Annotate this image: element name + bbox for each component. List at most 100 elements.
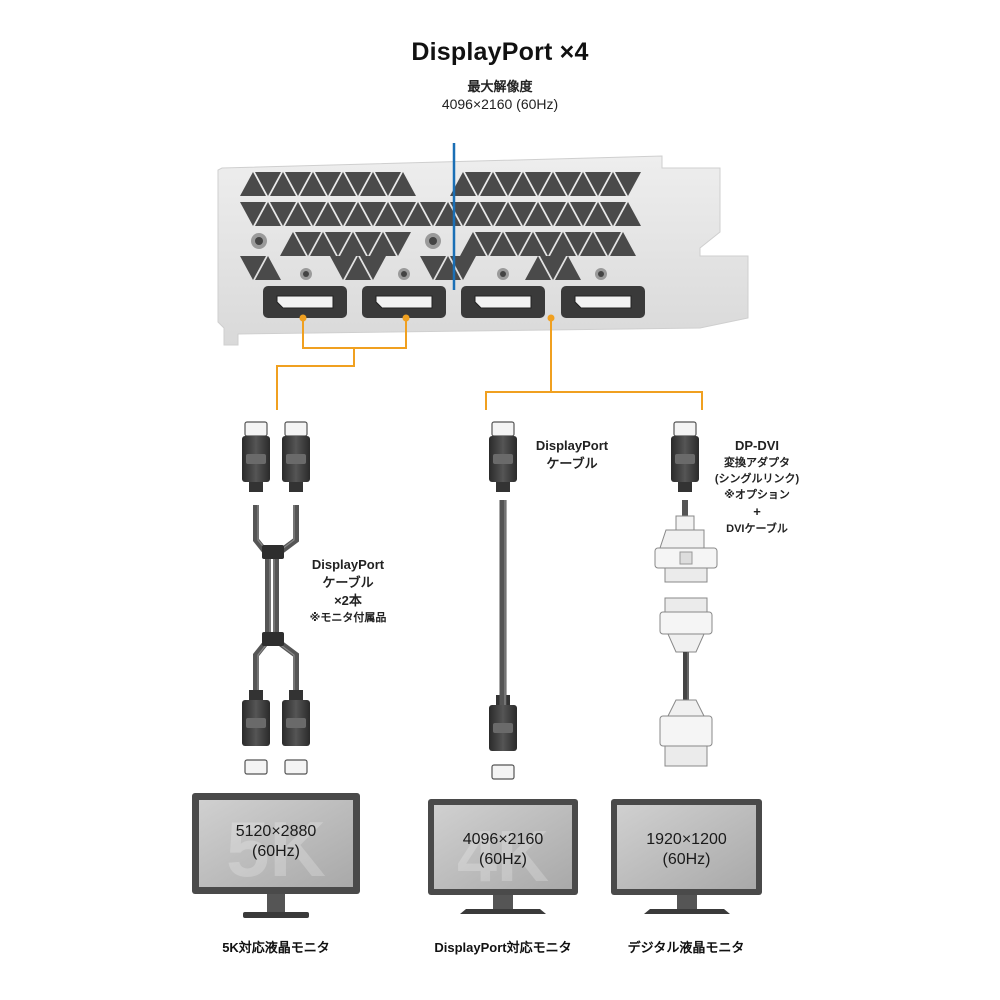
vent-slot [255,256,281,280]
vent-slot [615,172,641,196]
vent-slot [330,256,356,280]
vent-slot [270,202,296,226]
watermark-4k: 4K [457,817,549,897]
monitor-digital-resolution: 1920×1200 (60Hz) [617,830,756,870]
adapter-line3: (シングルリンク) [714,473,800,485]
monitor-5k-res-line2: (60Hz) [251,843,300,860]
cable-middle-label: DisplayPort ケーブル [522,437,622,473]
vent-slot [280,232,306,256]
vent-slot [315,172,341,196]
vent-slot [580,232,606,256]
monitor-5k-res-line1: 5120×2880 [235,823,317,840]
max-resolution-label: 最大解像度 [467,79,533,94]
vent-slot [525,172,551,196]
cable-left-line1: DisplayPort [311,557,385,572]
vent-slot [610,232,636,256]
vent-slot [345,172,371,196]
monitor-5k-resolution: 5120×2880 (60Hz) [199,822,353,862]
vent-slot [540,256,566,280]
adapter-line2: 変換アダプタ [724,457,790,469]
cable-left-line2: ケーブル [322,575,374,590]
vent-slot [355,232,381,256]
displayport-socket [561,286,645,318]
vent-slot [285,202,311,226]
vent-slot [480,202,506,226]
vent-slot [240,202,266,226]
vent-slot [325,232,351,256]
vent-slot [450,202,476,226]
monitor-digital-res-line1: 1920×1200 [646,831,727,848]
vent-slot [595,232,621,256]
displayport-plug [489,695,517,780]
dual-displayport-cable [253,505,299,700]
vent-slot [495,172,521,196]
monitor-digital [611,799,762,914]
adapter-line1: DP-DVI [734,438,780,453]
monitor-4k-resolution: 4096×2160 (60Hz) [434,830,572,870]
displayport-plug [282,421,310,492]
screw-icon [497,268,509,280]
displayport-plug [282,690,310,775]
cable-left-note: ※モニタ付属品 [309,612,387,624]
vent-slot [450,172,476,196]
cable-middle-line2: ケーブル [546,456,598,471]
displayport-plug [242,690,270,775]
vent-slot [570,202,596,226]
vent-slot [495,202,521,226]
displayport-plug [489,421,517,492]
vent-slot [600,202,626,226]
plus-sign: + [753,504,761,519]
vent-slot [540,172,566,196]
vent-slot [420,202,446,226]
page-title: DisplayPort ×4 [411,38,589,66]
vent-slot [550,232,576,256]
vent-slot [475,232,501,256]
vent-slot [510,202,536,226]
displayport-cable [499,500,507,705]
monitor-4k [428,799,578,914]
vent-slot [300,172,326,196]
cable-left-line3: ×2本 [334,593,362,608]
vent-slot [525,202,551,226]
monitor-4k-res-line1: 4096×2160 [462,831,544,848]
monitor-4k-res-line2: (60Hz) [478,851,527,868]
vent-slot [375,202,401,226]
vent-slot [555,202,581,226]
vent-slot [555,256,581,280]
watermark-5k: 5K [226,805,326,893]
adapter-note: ※オプション [724,489,790,501]
vent-slot [330,202,356,226]
vent-slot [285,172,311,196]
vent-slot [375,172,401,196]
cable-middle-line1: DisplayPort [535,438,609,453]
displayport-socket [461,286,545,318]
vent-slot [565,232,591,256]
vent-slot [330,172,356,196]
vent-slot [240,172,266,196]
vent-slot [255,202,281,226]
vent-slot [535,232,561,256]
vent-slot [585,202,611,226]
vent-slot [480,172,506,196]
vent-slot [570,172,596,196]
vent-slot [360,256,386,280]
vent-slot [600,172,626,196]
vent-slot [240,256,266,280]
connection-dots [299,314,555,322]
vent-slot [370,232,396,256]
vent-slot [555,172,581,196]
monitor-digital-caption: デジタル液晶モニタ [627,940,745,955]
vent-slot [345,202,371,226]
vent-slot [345,256,371,280]
vent-slot [450,256,476,280]
vent-slot [300,202,326,226]
displayport-socket [362,286,446,318]
vent-slot [585,172,611,196]
dvi-cable [659,597,713,767]
vent-slot [615,202,641,226]
vent-slot [520,232,546,256]
screw-icon [425,233,441,249]
vent-slot [390,172,416,196]
max-resolution-value: 4096×2160 (60Hz) [441,96,559,112]
